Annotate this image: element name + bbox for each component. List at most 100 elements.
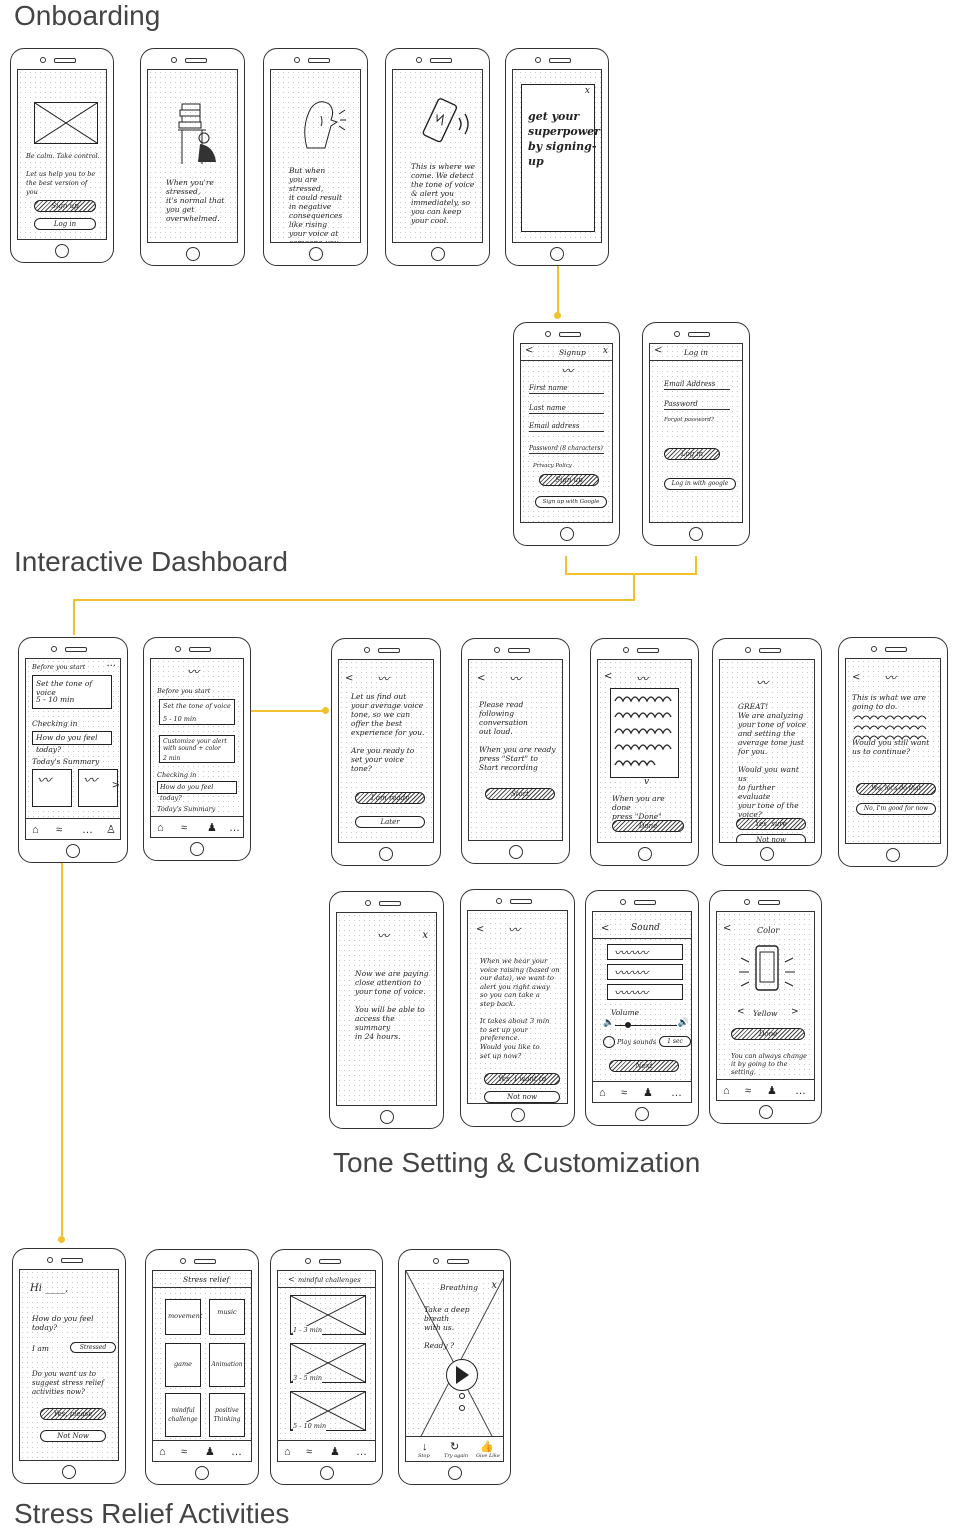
home-button[interactable] (430, 247, 445, 261)
not-now-button[interactable]: Not now (736, 834, 806, 842)
activity-tile-positive-thinking[interactable]: positive Thinking (209, 1393, 245, 1437)
activity-tile-mindful-challenge[interactable]: mindful challenge (165, 1393, 201, 1437)
home-icon[interactable]: ⌂ (159, 1446, 166, 1458)
duration-select[interactable]: 1 sec (659, 1036, 691, 1047)
set-tone-card[interactable]: Set the tone of voice 5 - 10 min (159, 699, 235, 725)
set-up-now-button[interactable]: Yes, I want to (484, 1073, 560, 1085)
customize-alert-card[interactable]: Customize your alert with sound + color … (159, 735, 235, 763)
menu-icon[interactable]: ... (106, 658, 116, 669)
signup-submit-button[interactable]: Sign up (539, 474, 599, 486)
stress-relief-icon[interactable]: ≈ (181, 1446, 188, 1458)
home-button[interactable] (319, 1466, 334, 1480)
profile-icon[interactable]: ♙ (106, 824, 116, 836)
close-icon[interactable]: x (602, 346, 608, 356)
activity-tile-movement[interactable]: movement (165, 1299, 202, 1335)
stop-icon[interactable]: ↓ (422, 1441, 428, 1453)
back-icon[interactable]: < (604, 671, 613, 682)
home-button[interactable] (379, 1110, 394, 1124)
last-name-field[interactable]: Last name (529, 404, 604, 414)
password-field[interactable]: Password (664, 400, 730, 410)
forgot-password-link[interactable]: Forgot password? (664, 417, 714, 423)
later-button[interactable]: Later (355, 816, 425, 828)
back-icon[interactable]: < (723, 923, 732, 934)
set-tone-card[interactable]: Set the tone of voice 5 - 10 min (32, 675, 112, 709)
like-icon[interactable]: 👍 (480, 1441, 494, 1453)
chevron-right-icon[interactable]: > (111, 780, 120, 791)
more-icon[interactable]: … (82, 824, 93, 836)
login-submit-button[interactable]: Log in (664, 448, 720, 460)
sound-option[interactable]: 〰〰〰 (607, 944, 683, 960)
prev-color-icon[interactable]: < (737, 1007, 745, 1017)
home-button[interactable] (190, 842, 204, 856)
password-field[interactable]: Password (8 characters) (529, 445, 604, 454)
home-button[interactable] (55, 244, 69, 258)
sound-option[interactable]: 〰〰〰 (607, 984, 683, 1000)
ready-button[interactable]: I am ready (355, 792, 425, 804)
profile-icon[interactable]: ♟ (207, 822, 217, 834)
play-button[interactable] (446, 1359, 478, 1391)
profile-icon[interactable]: ♟ (767, 1085, 777, 1097)
try-again-icon[interactable]: ↻ (450, 1441, 460, 1453)
home-icon[interactable]: ⌂ (723, 1085, 730, 1097)
home-button[interactable] (637, 847, 652, 861)
next-color-icon[interactable]: > (791, 1007, 799, 1017)
stress-relief-icon[interactable]: ≈ (306, 1446, 313, 1458)
more-icon[interactable]: … (795, 1085, 806, 1097)
stress-relief-icon[interactable]: ≈ (745, 1085, 752, 1097)
more-icon[interactable]: … (356, 1446, 367, 1458)
home-button[interactable] (508, 845, 523, 859)
signup-button[interactable]: Sign up (34, 200, 96, 212)
stress-relief-icon[interactable]: ≈ (181, 822, 188, 834)
back-icon[interactable]: < (288, 1275, 295, 1284)
home-button[interactable] (689, 527, 703, 541)
privacy-policy-link[interactable]: Privacy Policy (533, 463, 572, 469)
close-icon[interactable]: x (491, 1280, 497, 1291)
next-button[interactable]: Next (609, 1060, 679, 1072)
home-button[interactable] (886, 848, 900, 862)
summary-card[interactable]: 〰 (32, 769, 72, 807)
back-icon[interactable]: < (476, 924, 485, 935)
start-button[interactable]: Start (485, 788, 555, 800)
stress-relief-icon[interactable]: ≈ (621, 1087, 628, 1099)
home-button[interactable] (635, 1107, 649, 1121)
not-now-button[interactable]: Not Now (40, 1430, 106, 1442)
volume-slider[interactable]: 🔈 🔊 (603, 1017, 689, 1028)
back-icon[interactable]: < (654, 345, 663, 356)
done-button[interactable]: Done (612, 820, 684, 832)
back-icon[interactable]: < (852, 672, 861, 683)
chevron-down-icon[interactable]: v (644, 777, 650, 787)
signup-prompt-card[interactable]: x get your superpower by signing-up (521, 84, 600, 232)
activity-tile-game[interactable]: game (165, 1343, 201, 1387)
email-field[interactable]: Email address (529, 422, 604, 432)
home-button[interactable] (185, 247, 200, 261)
home-button[interactable] (66, 844, 80, 858)
more-icon[interactable]: … (671, 1087, 682, 1099)
home-button[interactable] (550, 247, 564, 261)
more-icon[interactable]: … (229, 822, 240, 834)
home-button[interactable] (447, 1466, 462, 1480)
first-name-field[interactable]: First name (529, 384, 604, 394)
home-button[interactable] (195, 1466, 209, 1480)
challenge-card[interactable]: 1 - 3 min (290, 1295, 366, 1335)
challenge-card[interactable]: 5 - 10 min (290, 1391, 366, 1431)
home-icon[interactable]: ⌂ (32, 824, 39, 836)
home-button[interactable] (379, 847, 393, 861)
home-icon[interactable]: ⌂ (599, 1087, 606, 1099)
yes-sure-button[interactable]: Yes, sure (736, 818, 806, 830)
back-icon[interactable]: < (525, 345, 534, 356)
feel-today-input[interactable]: How do you feel today? (32, 731, 112, 754)
google-signup-button[interactable]: Sign up with Google (535, 496, 607, 508)
mood-select[interactable]: Stressed (70, 1342, 116, 1353)
home-button[interactable] (308, 247, 323, 261)
not-now-button[interactable]: Not now (484, 1091, 560, 1103)
profile-icon[interactable]: ♟ (205, 1446, 215, 1458)
continue-button[interactable]: Yes, let's do that (856, 783, 936, 795)
back-icon[interactable]: < (477, 673, 486, 684)
home-icon[interactable]: ⌂ (284, 1446, 291, 1458)
home-icon[interactable]: ⌂ (157, 822, 164, 834)
back-icon[interactable]: < (601, 923, 610, 934)
activity-tile-music[interactable]: music (209, 1299, 245, 1335)
more-icon[interactable]: … (231, 1446, 242, 1458)
google-login-button[interactable]: Log in with google (664, 478, 736, 490)
home-button[interactable] (559, 527, 574, 541)
